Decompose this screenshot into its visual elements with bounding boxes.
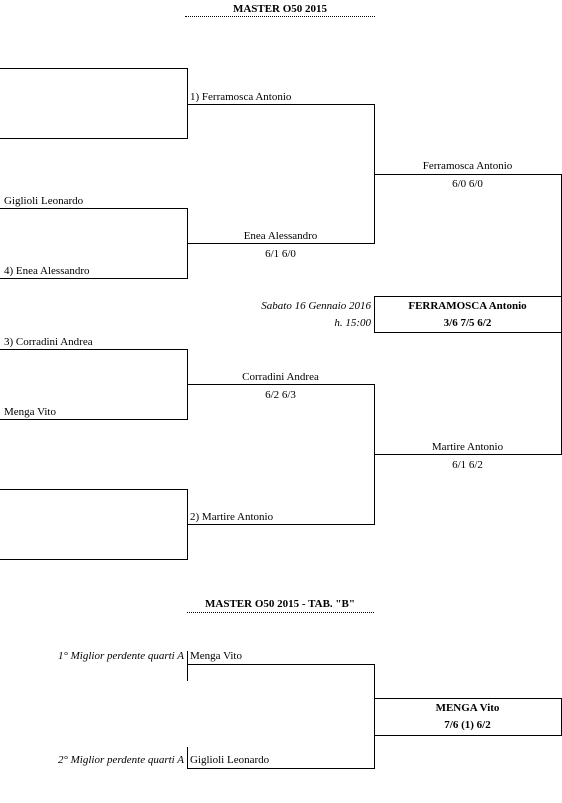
qf-winner-3: Corradini Andrea [242, 371, 319, 383]
qf-line-2 [187, 243, 374, 244]
draw-b-line-1 [187, 664, 374, 665]
r1-line-3 [0, 208, 187, 209]
draw-b-label-2: 2° Miglior perdente quarti A [57, 754, 184, 766]
sf-line-2 [374, 454, 561, 455]
draw-b-line-2 [187, 768, 374, 769]
r1-player-5: 3) Corradini Andrea [4, 336, 93, 348]
draw-b-tick-2 [187, 747, 188, 769]
r1-connector-1 [187, 68, 188, 139]
qf-score-2: 6/1 6/0 [265, 248, 296, 260]
r1-line-4 [0, 278, 187, 279]
draw-b-tick-1 [187, 651, 188, 681]
qf-score-3: 6/2 6/3 [265, 389, 296, 401]
final-winner: FERRAMOSCA Antonio [408, 300, 527, 312]
r1-line-2 [0, 138, 187, 139]
sf-score-2: 6/1 6/2 [452, 459, 483, 471]
qf-line-3 [187, 384, 374, 385]
final-score: 3/6 7/5 6/2 [443, 317, 492, 329]
qf-line-1 [187, 104, 374, 105]
main-draw-title: MASTER O50 2015 [232, 3, 328, 15]
draw-b-player-1: Menga Vito [190, 650, 242, 662]
sf-winner-2: Martire Antonio [431, 441, 504, 453]
draw-b-title: MASTER O50 2015 - TAB. "B" [205, 598, 355, 610]
r1-line-7 [0, 489, 187, 490]
qf-winner-2: Enea Alessandro [243, 230, 318, 242]
r1-line-6 [0, 419, 187, 420]
qf-winner-4: 2) Martire Antonio [190, 511, 274, 523]
sf-line-1 [374, 174, 561, 175]
sf-winner-1: Ferramosca Antonio [422, 160, 513, 172]
draw-b-title-underline [187, 612, 374, 613]
final-time: h. 15:00 [334, 317, 371, 329]
r1-player-4: 4) Enea Alessandro [4, 265, 90, 277]
r1-player-3: Giglioli Leonardo [4, 195, 84, 207]
draw-b-score: 7/6 (1) 6/2 [444, 719, 491, 731]
sf-score-1: 6/0 6/0 [452, 178, 483, 190]
qf-winner-1: 1) Ferramosca Antonio [190, 91, 292, 103]
r1-line-8 [0, 559, 187, 560]
r1-player-6: Menga Vito [4, 406, 56, 418]
r1-line-5 [0, 349, 187, 350]
r1-line-1 [0, 68, 187, 69]
qf-line-4 [187, 524, 374, 525]
draw-b-player-2: Giglioli Leonardo [190, 754, 270, 766]
final-date: Sabato 16 Gennaio 2016 [261, 300, 371, 312]
draw-b-winner: MENGA Vito [435, 702, 500, 714]
draw-b-label-1: 1° Miglior perdente quarti A [57, 650, 184, 662]
title-underline [185, 16, 375, 17]
